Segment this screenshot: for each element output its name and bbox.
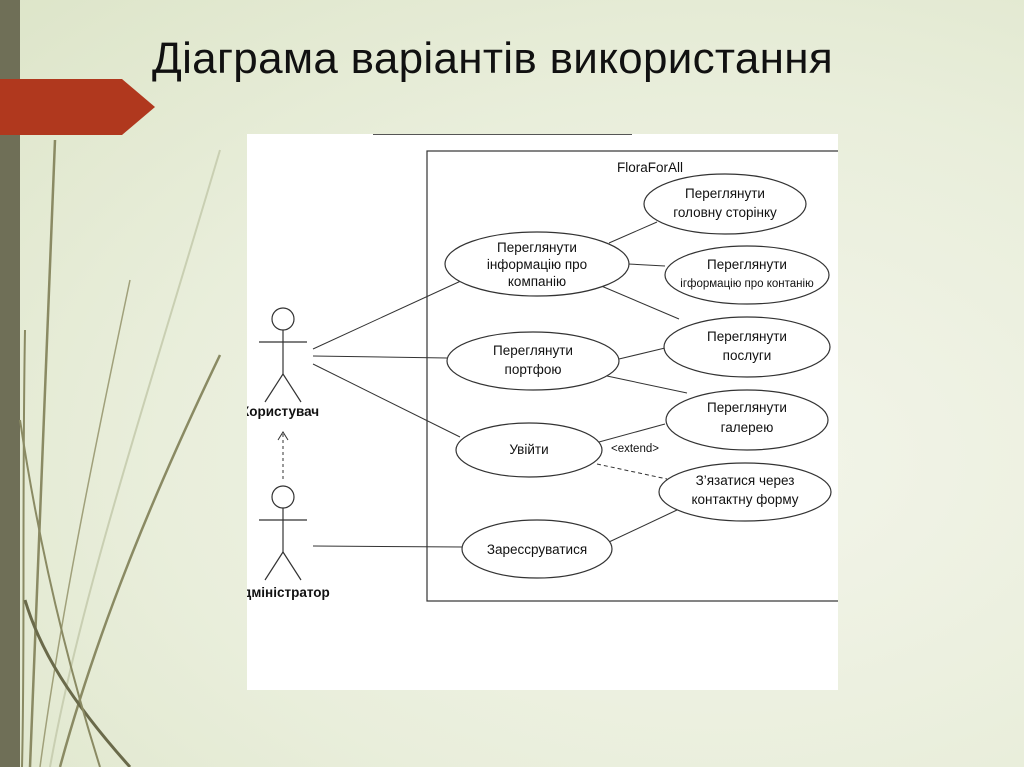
svg-text:Переглянути: Переглянути — [707, 329, 787, 344]
svg-text:головну сторінку: головну сторінку — [673, 205, 777, 220]
use-case-view-gallery: Переглянути галерею — [665, 389, 829, 451]
sidebar-strip — [0, 0, 20, 767]
use-case-view-company-info: Переглянути інформацію про компанію — [444, 231, 630, 297]
system-name: FloraForAll — [617, 160, 683, 175]
association-lines — [312, 221, 688, 548]
extend-label: <extend> — [611, 443, 659, 455]
svg-text:інформацію про: інформацію про — [487, 257, 587, 272]
use-case-register: Зарессруватися — [461, 519, 613, 579]
actor-user-label: Користувач — [247, 404, 319, 419]
use-case-login: Увійти — [455, 422, 603, 478]
extend-lines — [596, 463, 668, 480]
use-case-view-home: Переглянути головну сторінку — [643, 173, 807, 235]
svg-text:контактну форму: контактну форму — [691, 492, 798, 507]
svg-text:Переглянути: Переглянути — [707, 257, 787, 272]
system-boundary — [426, 150, 838, 602]
decorative-grass-lines — [19, 139, 222, 767]
svg-text:послуги: послуги — [723, 348, 772, 363]
actor-user-figure — [259, 307, 307, 403]
svg-text:Переглянути: Переглянути — [497, 240, 577, 255]
use-case-contact-form: З’язатися через контактну форму — [658, 462, 832, 522]
slide-title: Діаграма варіантів використання — [152, 34, 833, 83]
use-case-view-services: Переглянути послуги — [663, 316, 831, 378]
use-case-diagram: FloraForAll <extend> — [247, 134, 838, 690]
svg-text:галерею: галерею — [721, 420, 774, 435]
svg-text:ігформацію про контанію: ігформацію про контанію — [680, 278, 814, 290]
accent-tab — [0, 79, 155, 135]
svg-text:портфою: портфою — [505, 362, 562, 377]
actor-admin-figure — [259, 485, 307, 581]
svg-text:Переглянути: Переглянути — [707, 400, 787, 415]
svg-text:Переглянути: Переглянути — [493, 343, 573, 358]
svg-text:компанію: компанію — [508, 274, 566, 289]
svg-text:Переглянути: Переглянути — [685, 186, 765, 201]
svg-text:З’язатися через: З’язатися через — [696, 473, 795, 488]
use-case-view-portfolio: Переглянути портфою — [446, 331, 620, 391]
svg-text:Увійти: Увійти — [509, 442, 548, 457]
actor-admin-label: Адміністратор — [247, 585, 330, 600]
svg-text:Зарессруватися: Зарессруватися — [487, 542, 587, 557]
actor-link-arrow — [277, 431, 289, 441]
use-case-view-contact-info: Переглянути ігформацію про контанію — [664, 245, 830, 305]
